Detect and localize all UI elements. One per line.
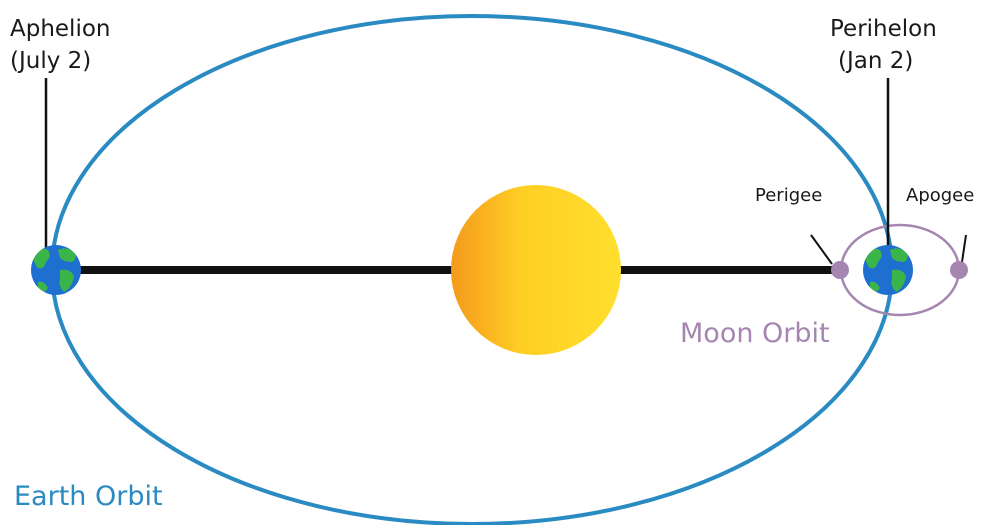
apogee-pointer-line <box>962 235 966 262</box>
perigee-label: Perigee <box>755 185 822 206</box>
earth-orbit-label: Earth Orbit <box>14 481 163 512</box>
perigee-pointer-line <box>811 235 832 264</box>
perihelion-label: Perihelon <box>830 16 937 42</box>
earth-globe-icon <box>863 245 913 295</box>
apogee-label: Apogee <box>906 185 974 206</box>
sun-icon <box>451 185 621 355</box>
aphelion-label: Aphelion <box>10 16 111 42</box>
moon-icon <box>831 261 849 279</box>
moon-icon <box>950 261 968 279</box>
perihelion-date-label: (Jan 2) <box>838 48 913 74</box>
aphelion-date-label: (July 2) <box>10 48 91 74</box>
moon-orbit-label: Moon Orbit <box>680 318 830 349</box>
earth-globe-icon <box>31 245 81 295</box>
